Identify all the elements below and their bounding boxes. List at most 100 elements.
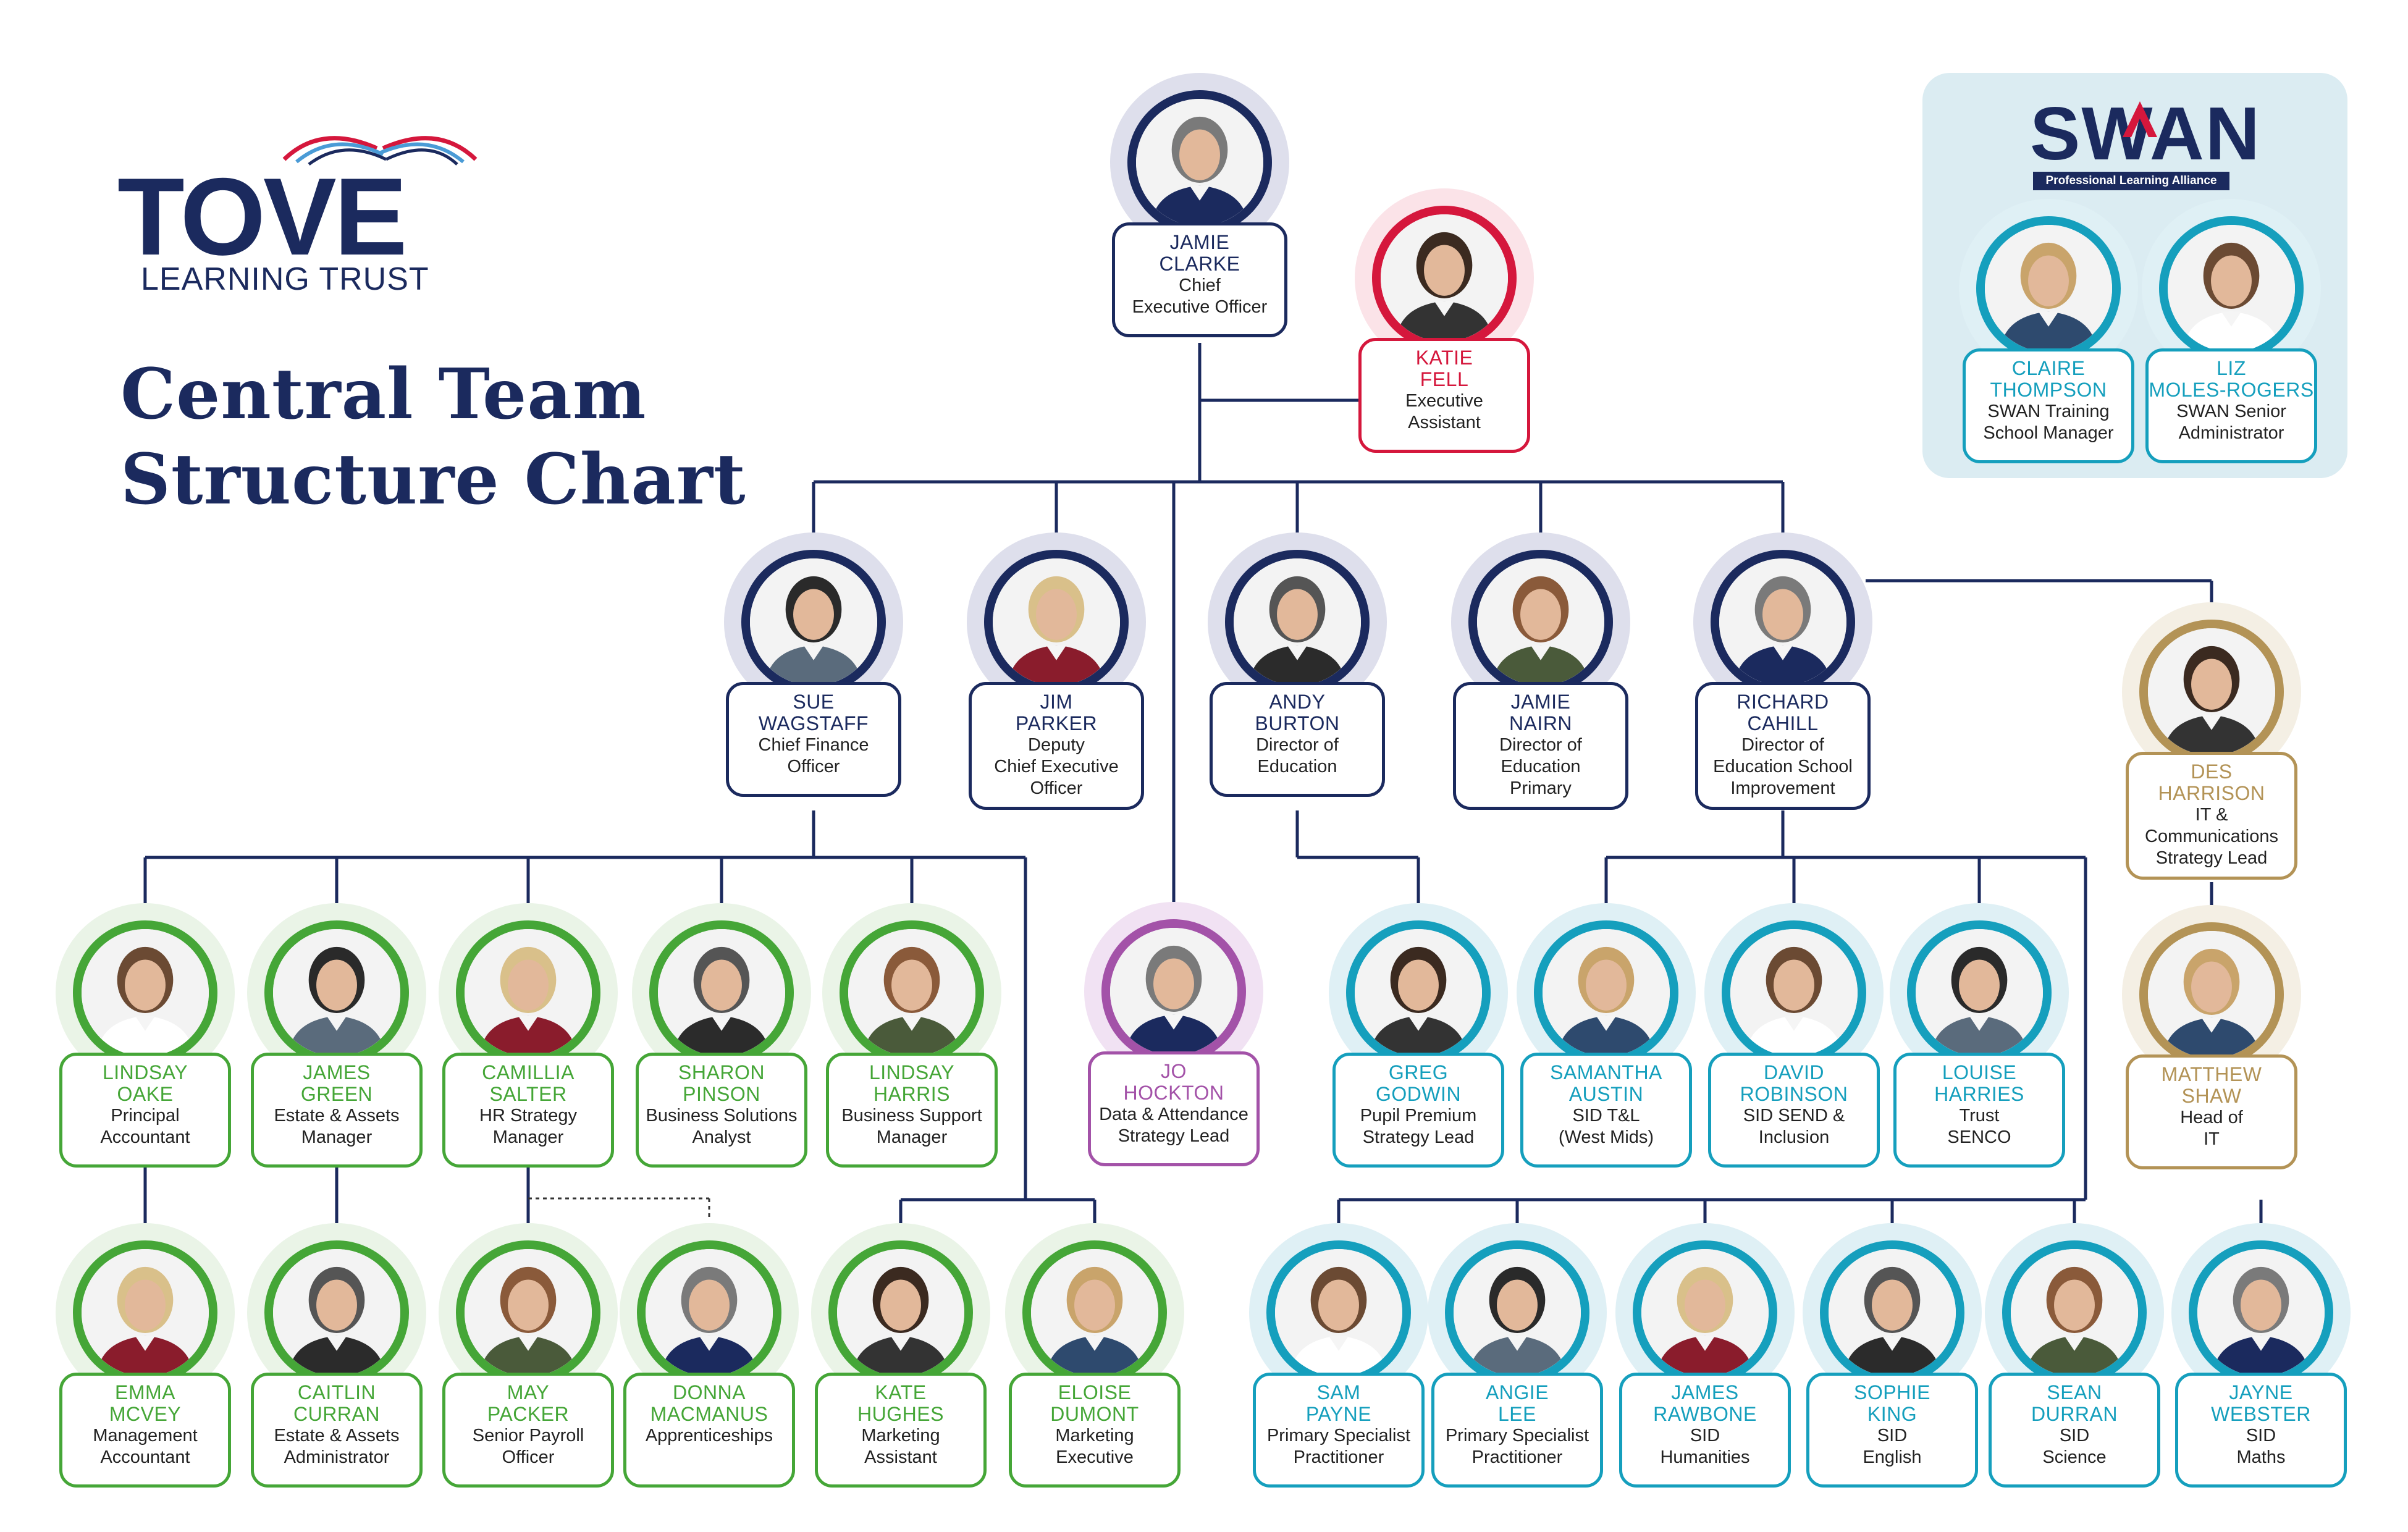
person-name-line: HOCKTON bbox=[1123, 1082, 1224, 1104]
person-name-line: PAYNE bbox=[1305, 1403, 1372, 1425]
person-name-line: ELOISE bbox=[1058, 1381, 1132, 1404]
person-photo bbox=[649, 920, 794, 1065]
person-avatar-icon bbox=[1136, 99, 1263, 226]
person-name-line: LINDSAY bbox=[869, 1061, 955, 1084]
person-role-line: Administrator bbox=[2178, 423, 2284, 443]
person-photo bbox=[1468, 550, 1613, 694]
page-title: Central Team Structure Chart bbox=[120, 352, 746, 523]
person-name-line: CAMILLIA bbox=[482, 1061, 575, 1084]
person-role-line: Trust bbox=[1959, 1106, 2000, 1126]
person-photo bbox=[1266, 1240, 1411, 1385]
person-name-line: HUGHES bbox=[857, 1403, 944, 1425]
person-photo bbox=[1976, 216, 2121, 361]
person-role-line: IT bbox=[2204, 1129, 2220, 1149]
person-name-line: KATIE bbox=[1415, 347, 1473, 369]
person-role-line: Executive bbox=[1405, 391, 1483, 411]
person-role-line: SID T&L bbox=[1572, 1106, 1640, 1126]
person-name-line: ANDY bbox=[1269, 691, 1326, 713]
person-name-line: PACKER bbox=[487, 1403, 570, 1425]
person-photo bbox=[840, 920, 984, 1065]
person-avatar-icon bbox=[848, 929, 975, 1056]
person-name-line: SHARON bbox=[678, 1061, 765, 1084]
person-name-line: DONNA bbox=[672, 1381, 746, 1404]
person-role-line: SID bbox=[2246, 1426, 2276, 1446]
person-avatar-icon bbox=[273, 929, 400, 1056]
person-photo bbox=[1711, 550, 1855, 694]
person-role-line: Education bbox=[1501, 757, 1581, 777]
person-name-line: DES bbox=[2191, 760, 2233, 783]
person-photo bbox=[1722, 920, 1866, 1065]
person-name-line: GREEN bbox=[300, 1083, 373, 1105]
person-name-line: KING bbox=[1867, 1403, 1918, 1425]
person-avatar-icon bbox=[1719, 558, 1846, 686]
person-role-line: Strategy Lead bbox=[1118, 1126, 1230, 1146]
person-photo bbox=[828, 1240, 973, 1385]
person-name-line: MOLES-ROGERS bbox=[2149, 379, 2314, 401]
person-role-line: Chief Finance bbox=[758, 735, 869, 755]
person-role-line: Chief bbox=[1179, 276, 1221, 295]
person-avatar-icon bbox=[1355, 929, 1482, 1056]
person-name-line: KATE bbox=[875, 1381, 927, 1404]
person-photo bbox=[73, 920, 217, 1065]
person-role-line: SID bbox=[1690, 1426, 1720, 1446]
person-photo bbox=[1101, 919, 1246, 1064]
person-role-line: Pupil Premium bbox=[1360, 1106, 1477, 1126]
person-name-line: PARKER bbox=[1015, 712, 1098, 734]
person-name-line: NAIRN bbox=[1509, 712, 1573, 734]
person-role-line: (West Mids) bbox=[1558, 1127, 1654, 1147]
person-role-line: Officer bbox=[1030, 778, 1083, 798]
person-name-line: JAMIE bbox=[1169, 231, 1230, 253]
person-role-line: Humanities bbox=[1660, 1447, 1750, 1467]
person-name-line: SAMANTHA bbox=[1550, 1061, 1662, 1084]
person-name-line: JAYNE bbox=[2229, 1381, 2293, 1404]
person-name-line: HARRISON bbox=[2158, 782, 2265, 804]
person-role-line: Inclusion bbox=[1758, 1127, 1830, 1147]
person-avatar-icon bbox=[2168, 225, 2295, 352]
person-role-line: SID SEND & bbox=[1743, 1106, 1845, 1126]
person-photo bbox=[2139, 620, 2284, 764]
person-avatar-icon bbox=[465, 929, 592, 1056]
person-photo bbox=[1445, 1240, 1589, 1385]
person-role-line: SID bbox=[1877, 1426, 1908, 1446]
person-avatar-icon bbox=[1381, 214, 1508, 342]
person-name-line: LIZ bbox=[2216, 357, 2246, 379]
person-name-line: JIM bbox=[1040, 691, 1073, 713]
person-name-line: DAVID bbox=[1764, 1061, 1824, 1084]
page-title-line-1: Central Team bbox=[120, 354, 647, 435]
person-role-line: Director of bbox=[1499, 735, 1582, 755]
person-role-line: Assistant bbox=[1408, 413, 1481, 432]
person-role-line: Manager bbox=[492, 1127, 564, 1147]
person-avatar-icon bbox=[2197, 1249, 2325, 1376]
person-role-line: Director of bbox=[1256, 735, 1339, 755]
person-role-line: Marketing bbox=[861, 1426, 940, 1446]
person-photo bbox=[456, 1240, 600, 1385]
person-role-line: Primary Specialist bbox=[1266, 1426, 1411, 1446]
person-photo bbox=[2002, 1240, 2147, 1385]
person-name-line: PINSON bbox=[683, 1083, 760, 1105]
person-name-line: SOPHIE bbox=[1854, 1381, 1930, 1404]
person-name-line: LEE bbox=[1498, 1403, 1536, 1425]
person-avatar-icon bbox=[1454, 1249, 1581, 1376]
person-role-line: Strategy Lead bbox=[2155, 848, 2268, 868]
person-role-line: Accountant bbox=[100, 1447, 190, 1467]
person-avatar-icon bbox=[837, 1249, 964, 1376]
person-photo bbox=[1907, 920, 2052, 1065]
person-avatar-icon bbox=[750, 558, 877, 686]
